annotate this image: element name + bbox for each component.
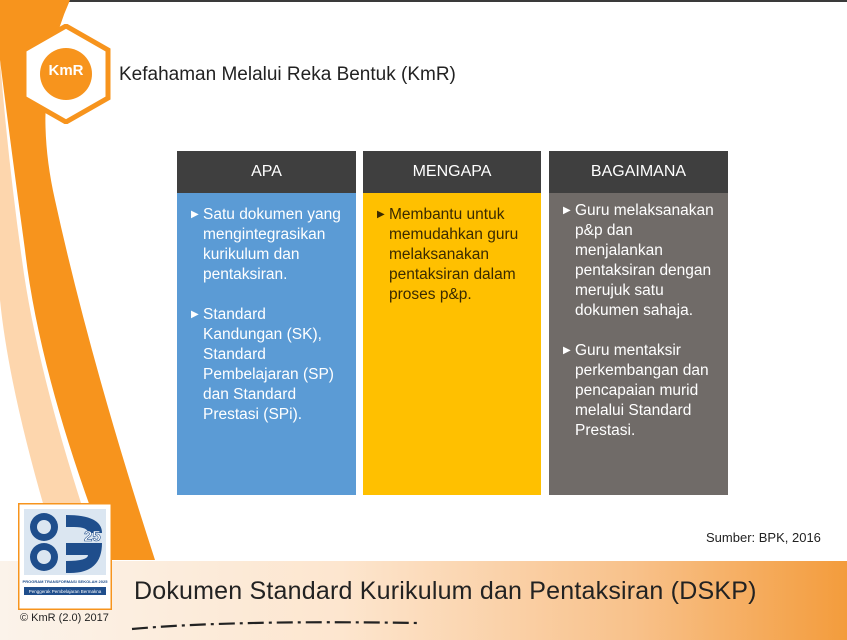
list-item-text: Membantu untuk memudahkan guru melaksana… (389, 206, 519, 303)
page-title: Kefahaman Melalui Reka Bentuk (KmR) (119, 64, 456, 85)
column-body-mengapa: ▶ Membantu untuk memudahkan guru melaksan… (363, 193, 541, 495)
list-item: ▶ Satu dokumen yang mengintegrasikan kuri… (181, 205, 346, 285)
kmr-logo-icon (21, 24, 111, 124)
badge-number: 25 (84, 528, 101, 545)
footer-band (0, 561, 847, 640)
decorative-dash-line (131, 621, 419, 631)
triangle-bullet-icon: ▶ (191, 309, 199, 320)
list-item: ▶ Guru mentaksir perkembangan dan pencapa… (553, 341, 718, 441)
column-body-bagaimana: ▶ Guru melaksanakan p&p dan menjalankan p… (549, 193, 728, 495)
copyright-label: KmR (2.0) 2017 (31, 612, 109, 624)
list-item: ▶ Membantu untuk memudahkan guru melaksan… (367, 205, 533, 305)
triangle-bullet-icon: ▶ (563, 205, 571, 216)
list-item-text: Guru mentaksir perkembangan dan pencapai… (575, 342, 709, 439)
badge-line-2: Penggerak Pembelajaran Bermakna (29, 589, 102, 594)
column-header-mengapa: MENGAPA (363, 151, 541, 193)
source-citation: Sumber: BPK, 2016 (706, 530, 821, 545)
list-item-text: Guru melaksanakan p&p dan menjalankan pe… (575, 202, 714, 319)
triangle-bullet-icon: ▶ (563, 345, 571, 356)
list-item: ▶ Standard Kandungan (SK), Standard Pembe… (181, 305, 346, 425)
transformasi-sekolah-logo-icon: 25 PROGRAM TRANSFORMASI SEKOLAH 2025 Pen… (18, 503, 112, 610)
list-item: ▶ Guru melaksanakan p&p dan menjalankan p… (553, 201, 718, 321)
top-rule (0, 0, 847, 2)
copyright-icon: © (20, 612, 32, 624)
column-body-apa: ▶ Satu dokumen yang mengintegrasikan kuri… (177, 193, 356, 495)
triangle-bullet-icon: ▶ (377, 209, 385, 220)
logo-text: KmR (48, 62, 84, 79)
footer-title: Dokumen Standard Kurikulum dan Pentaksir… (134, 577, 757, 605)
column-header-apa: APA (177, 151, 356, 193)
copyright-text: © KmR (2.0) 2017 (20, 612, 109, 624)
list-item-text: Standard Kandungan (SK), Standard Pembel… (203, 306, 334, 423)
badge-line-1: PROGRAM TRANSFORMASI SEKOLAH 2025 (23, 579, 109, 584)
list-item-text: Satu dokumen yang mengintegrasikan kurik… (203, 206, 341, 283)
triangle-bullet-icon: ▶ (191, 209, 199, 220)
column-header-bagaimana: BAGAIMANA (549, 151, 728, 193)
